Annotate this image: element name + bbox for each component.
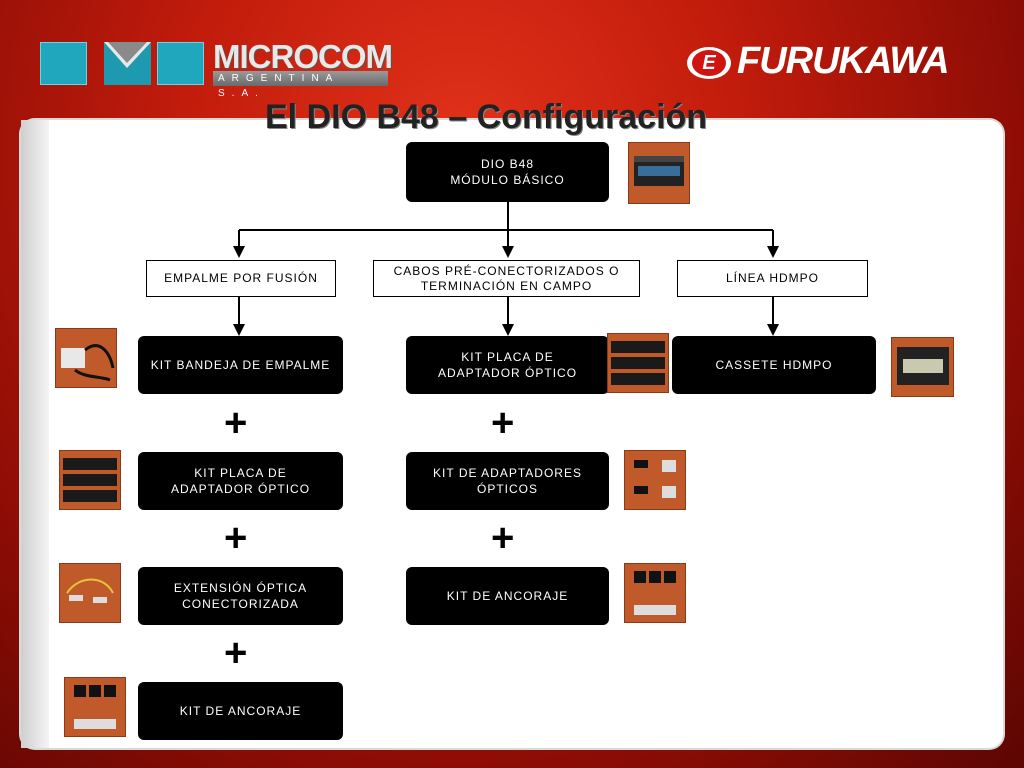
diagram-title: El DIO B48 – Configuración: [265, 98, 708, 136]
furukawa-badge: E: [687, 47, 731, 79]
plus-sign: +: [491, 516, 515, 560]
splice-tray-image: [55, 328, 117, 388]
furukawa-badge-letter: E: [692, 50, 726, 76]
optical-extension-image: [59, 563, 121, 623]
logo-block-right: [157, 42, 204, 85]
root-node: DIO B48 MÓDULO BÁSICO: [406, 142, 609, 202]
adapter-plate-image: [59, 450, 121, 510]
step-splice-tray-kit: KIT BANDEJA DE EMPALME: [138, 336, 343, 394]
logo-v-block: [104, 42, 151, 85]
hdmpo-cassette-image: [891, 337, 954, 397]
branch-label-preconnectorized: CABOS PRÉ-CONECTORIZADOS O TERMINACIÓN E…: [373, 260, 640, 297]
optical-adapters-image: [624, 450, 686, 510]
plus-sign: +: [491, 401, 515, 445]
anchoring-kit-image: [624, 563, 686, 623]
step-anchoring-kit: KIT DE ANCORAJE: [138, 682, 343, 740]
panel-shade: [21, 120, 49, 748]
plus-sign: +: [224, 401, 248, 445]
adapter-plate-image: [607, 333, 669, 393]
furukawa-name: FURUKAWA: [737, 40, 950, 82]
microcom-subtitle: ARGENTINA S.A.: [213, 71, 388, 99]
step-optical-adapters-kit: KIT DE ADAPTADORES ÓPTICOS: [406, 452, 609, 510]
step-hdmpo-cassette: CASSETE HDMPO: [672, 336, 876, 394]
diagram-panel: El DIO B48 – Configuración DIO B48 MÓDUL…: [21, 98, 1003, 748]
connector-lines: [233, 202, 779, 336]
step-adapter-plate-kit: KIT PLACA DE ADAPTADOR ÓPTICO: [138, 452, 343, 510]
plus-sign: +: [224, 516, 248, 560]
anchoring-kit-image: [64, 677, 126, 737]
step-adapter-plate-kit: KIT PLACA DE ADAPTADOR ÓPTICO: [406, 336, 609, 394]
logo-block-left: [40, 42, 87, 85]
dio-module-image: [628, 142, 690, 204]
header: MICROCOM ARGENTINA S.A. E FURUKAWA: [0, 0, 1024, 110]
branch-label-fusion: EMPALME POR FUSIÓN: [146, 260, 336, 297]
step-anchoring-kit: KIT DE ANCORAJE: [406, 567, 609, 625]
microcom-name: MICROCOM: [213, 38, 393, 75]
plus-sign: +: [224, 631, 248, 675]
branch-label-hdmpo: LÍNEA HDMPO: [677, 260, 868, 297]
step-optical-extension: EXTENSIÓN ÓPTICA CONECTORIZADA: [138, 567, 343, 625]
